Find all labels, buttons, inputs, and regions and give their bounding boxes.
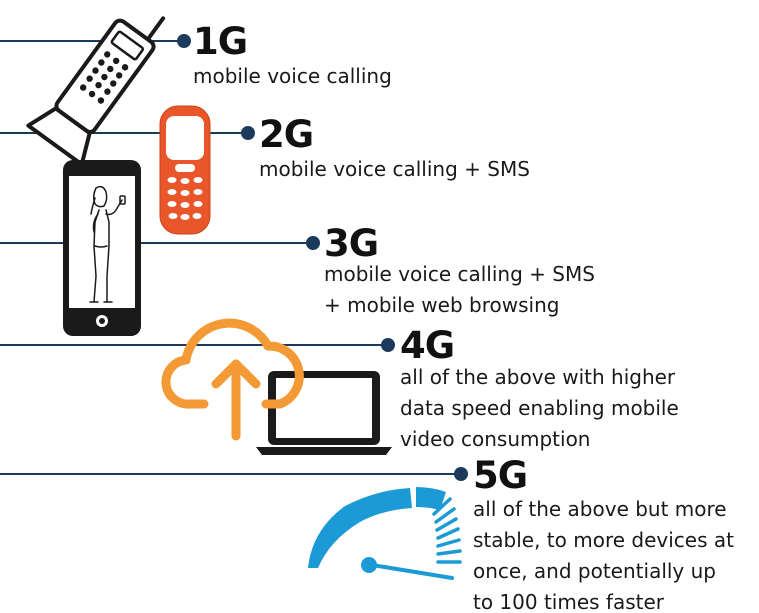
gen-4g-line: video consumption: [400, 427, 591, 451]
gen-4g-line: data speed enabling mobile: [400, 396, 679, 420]
smartphone-icon: [63, 160, 141, 336]
timeline-dot-5g: [454, 467, 468, 481]
timeline-1g: [0, 34, 191, 48]
timeline-dot-1g: [177, 34, 191, 48]
gen-5g-line: to 100 times faster: [473, 590, 665, 613]
gen-5g-title: 5G: [473, 454, 528, 497]
gen-5g-line: all of the above but more: [473, 497, 727, 521]
gen-2g-description: mobile voice calling + SMS: [259, 154, 530, 185]
gen-4g-line: all of the above with higher: [400, 365, 676, 389]
gen-5g-line: once, and potentially up: [473, 559, 716, 583]
timeline-dot-3g: [306, 236, 320, 250]
gen-4g-title: 4G: [400, 324, 455, 367]
timeline-3g: [0, 236, 320, 250]
laptop-icon: [256, 371, 392, 455]
cloud-upload-laptop-icon: [161, 318, 392, 455]
gen-1g-description: mobile voice calling: [193, 61, 392, 92]
timeline-5g: [0, 467, 468, 481]
speedometer-icon: [308, 487, 462, 580]
gen-1g-title: 1G: [193, 20, 248, 63]
gen-1g-line: mobile voice calling: [193, 64, 392, 88]
speed-ticks: [432, 497, 462, 564]
gen-3g-title: 3G: [324, 222, 379, 265]
speed-needle-hub: [361, 557, 377, 573]
cloud-upload-icon: [161, 318, 304, 441]
gen-4g-description: all of the above with higher data speed …: [400, 362, 679, 455]
gen-5g-description: all of the above but more stable, to mor…: [473, 494, 734, 613]
gen-3g-description: mobile voice calling + SMS + mobile web …: [324, 259, 595, 321]
gen-5g-line: stable, to more devices at: [473, 528, 734, 552]
timeline-dot-4g: [381, 338, 395, 352]
person-selfie-icon: [89, 185, 126, 303]
gen-3g-line: mobile voice calling + SMS: [324, 262, 595, 286]
gen-3g-line: + mobile web browsing: [324, 293, 560, 317]
timeline-dot-2g: [241, 126, 255, 140]
gen-2g-title: 2G: [259, 113, 314, 156]
feature-phone-icon: [159, 105, 211, 235]
gen-2g-line: mobile voice calling + SMS: [259, 157, 530, 181]
speed-needle: [370, 563, 454, 580]
brick-phone-icon: [26, 16, 166, 167]
